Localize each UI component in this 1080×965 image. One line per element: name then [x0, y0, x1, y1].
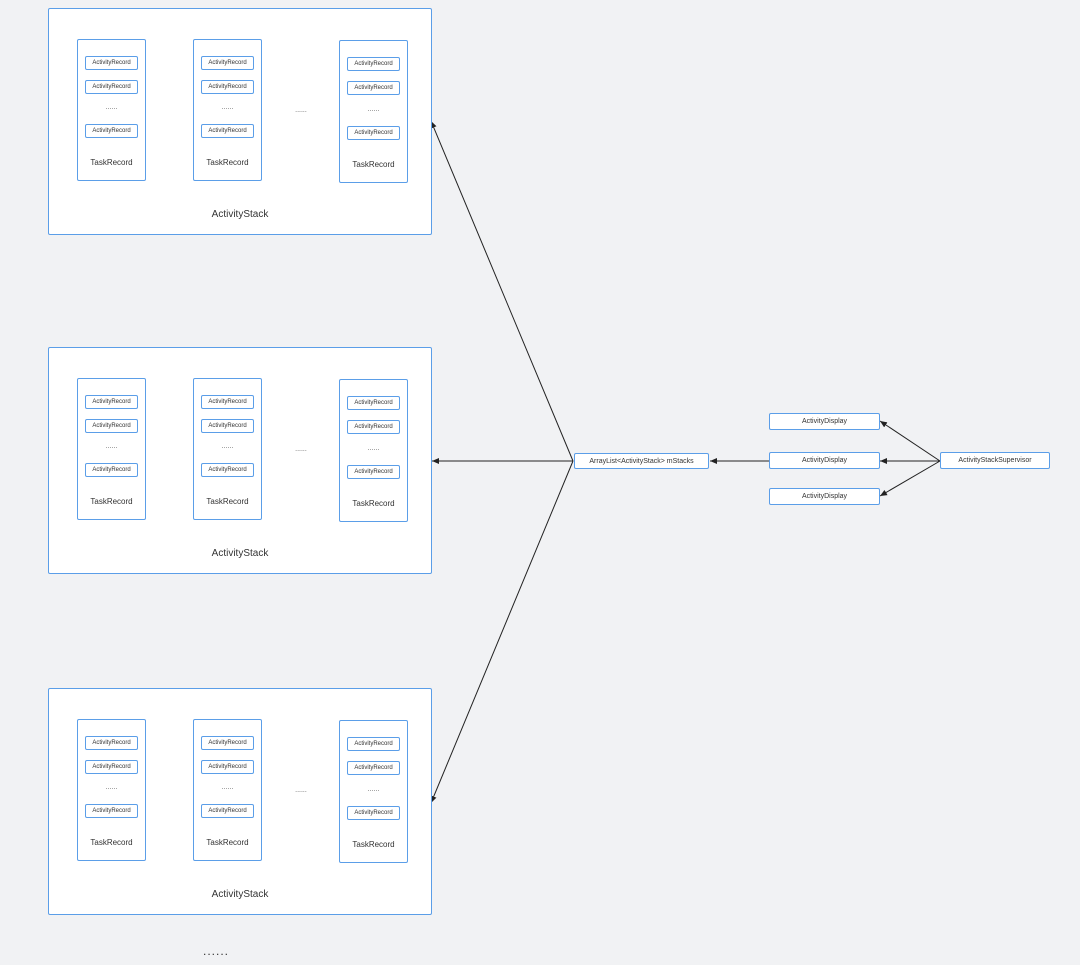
activity-record: ActivityRecord: [85, 736, 138, 750]
arrow-to-display-3: [879, 460, 941, 497]
task-ellipsis: ......: [295, 107, 307, 114]
task-record-box: ActivityRecord ActivityRecord ...... Act…: [77, 719, 146, 861]
task-record-box: ActivityRecord ActivityRecord ...... Act…: [77, 39, 146, 181]
activity-record: ActivityRecord: [201, 80, 254, 94]
arrow-to-stack-1: [430, 120, 574, 462]
activity-stack-3: ActivityRecord ActivityRecord ...... Act…: [48, 688, 432, 915]
ellipsis: ......: [367, 445, 380, 452]
task-ellipsis: ......: [295, 787, 307, 794]
task-record-box: ActivityRecord ActivityRecord ...... Act…: [193, 378, 262, 520]
ellipsis: ......: [367, 786, 380, 793]
task-record-box: ActivityRecord ActivityRecord ...... Act…: [193, 39, 262, 181]
activity-record: ActivityRecord: [201, 463, 254, 477]
task-record-box: ActivityRecord ActivityRecord ...... Act…: [339, 40, 408, 183]
ellipsis: ......: [105, 784, 118, 791]
activity-record: ActivityRecord: [85, 463, 138, 477]
activity-record: ActivityRecord: [347, 81, 400, 95]
ellipsis: ......: [105, 104, 118, 111]
activity-stack-label: ActivityStack: [211, 209, 269, 220]
activity-display-node-1: ActivityDisplay: [769, 413, 880, 430]
activity-stack-label: ActivityStack: [211, 889, 269, 900]
activity-record: ActivityRecord: [347, 57, 400, 71]
task-record-label: TaskRecord: [352, 840, 395, 849]
task-record-label: TaskRecord: [352, 499, 395, 508]
activity-record: ActivityRecord: [85, 80, 138, 94]
activity-record: ActivityRecord: [347, 806, 400, 820]
more-stacks-ellipsis: ......: [203, 944, 230, 958]
activity-record: ActivityRecord: [347, 420, 400, 434]
activity-stack-label: ActivityStack: [211, 548, 269, 559]
activity-record: ActivityRecord: [201, 56, 254, 70]
activity-record: ActivityRecord: [201, 419, 254, 433]
task-record-label: TaskRecord: [206, 838, 249, 847]
activity-record: ActivityRecord: [85, 419, 138, 433]
task-record-label: TaskRecord: [206, 158, 249, 167]
ellipsis: ......: [105, 443, 118, 450]
activity-record: ActivityRecord: [347, 396, 400, 410]
task-record-box: ActivityRecord ActivityRecord ...... Act…: [193, 719, 262, 861]
ellipsis: ......: [221, 443, 234, 450]
task-record-label: TaskRecord: [90, 497, 133, 506]
supervisor-node: ActivityStackSupervisor: [940, 452, 1050, 469]
task-record-box: ActivityRecord ActivityRecord ...... Act…: [77, 378, 146, 520]
activity-record: ActivityRecord: [85, 395, 138, 409]
activity-record: ActivityRecord: [347, 465, 400, 479]
arrow-to-stack-3: [430, 460, 574, 804]
activity-record: ActivityRecord: [85, 804, 138, 818]
activity-record: ActivityRecord: [347, 126, 400, 140]
task-record-label: TaskRecord: [90, 838, 133, 847]
task-record-label: TaskRecord: [206, 497, 249, 506]
activity-display-node-3: ActivityDisplay: [769, 488, 880, 505]
activity-record: ActivityRecord: [201, 760, 254, 774]
task-ellipsis: ......: [295, 446, 307, 453]
activity-record: ActivityRecord: [201, 804, 254, 818]
activity-record: ActivityRecord: [85, 760, 138, 774]
ellipsis: ......: [367, 106, 380, 113]
activity-record: ActivityRecord: [201, 736, 254, 750]
activity-record: ActivityRecord: [85, 124, 138, 138]
task-record-box: ActivityRecord ActivityRecord ...... Act…: [339, 379, 408, 522]
task-record-label: TaskRecord: [352, 160, 395, 169]
activity-stack-2: ActivityRecord ActivityRecord ...... Act…: [48, 347, 432, 574]
arrow-to-display-1: [879, 420, 941, 462]
task-record-box: ActivityRecord ActivityRecord ...... Act…: [339, 720, 408, 863]
activity-record: ActivityRecord: [85, 56, 138, 70]
task-record-label: TaskRecord: [90, 158, 133, 167]
activity-stack-1: ActivityRecord ActivityRecord ...... Act…: [48, 8, 432, 235]
ellipsis: ......: [221, 784, 234, 791]
ellipsis: ......: [221, 104, 234, 111]
activity-display-node-2: ActivityDisplay: [769, 452, 880, 469]
activity-record: ActivityRecord: [347, 737, 400, 751]
activity-record: ActivityRecord: [347, 761, 400, 775]
activity-record: ActivityRecord: [201, 395, 254, 409]
array-list-node: ArrayList<ActivityStack> mStacks: [574, 453, 709, 469]
activity-record: ActivityRecord: [201, 124, 254, 138]
